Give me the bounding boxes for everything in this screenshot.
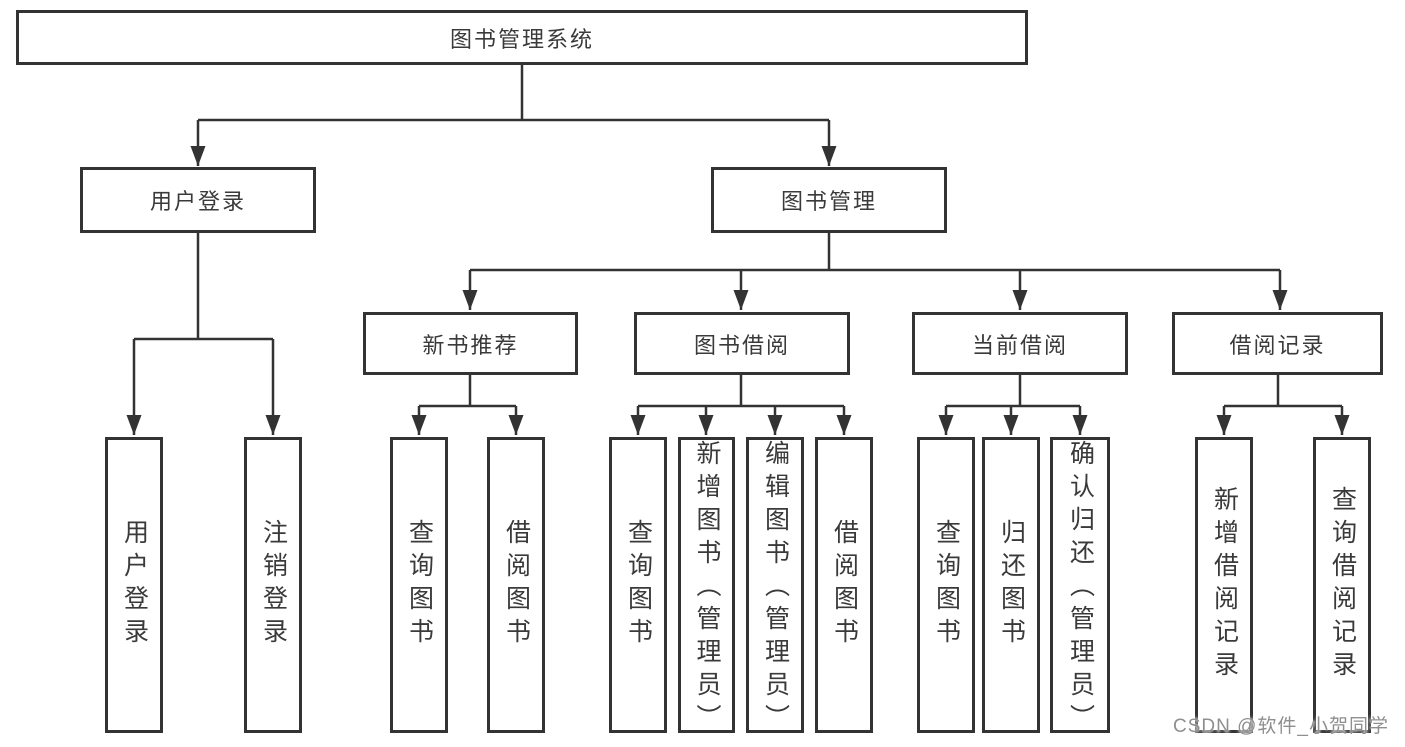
node-user-login: 用户登录 — [80, 167, 316, 233]
leaf-newbook-borrow-books: 借阅图书 — [487, 437, 545, 733]
leaf-borrow-edit-books-admin: 编辑图书（管理员） — [746, 437, 804, 737]
node-new-book-recommend: 新书推荐 — [363, 312, 578, 375]
node-borrow-records: 借阅记录 — [1172, 312, 1383, 375]
leaf-newbook-query-books: 查询图书 — [390, 437, 448, 733]
node-book-management: 图书管理 — [711, 167, 947, 233]
node-root-system: 图书管理系统 — [16, 10, 1028, 65]
leaf-user-login: 用户登录 — [105, 437, 163, 733]
connector-trunks — [134, 65, 1342, 408]
leaf-borrow-borrow-books: 借阅图书 — [815, 437, 873, 733]
leaf-records-query-record: 查询借阅记录 — [1313, 437, 1371, 733]
leaf-logout: 注销登录 — [244, 437, 302, 733]
node-book-borrow: 图书借阅 — [634, 312, 850, 375]
leaf-records-add-record: 新增借阅记录 — [1195, 437, 1253, 733]
csdn-watermark: CSDN @软件_小贺同学 — [1173, 716, 1389, 737]
leaf-current-confirm-return-admin: 确认归还（管理员） — [1050, 437, 1110, 737]
leaf-current-query-books: 查询图书 — [917, 437, 975, 733]
leaf-borrow-query-books: 查询图书 — [609, 437, 667, 733]
leaf-current-return-books: 归还图书 — [982, 437, 1040, 733]
node-current-borrow: 当前借阅 — [912, 312, 1128, 375]
leaf-borrow-add-books-admin: 新增图书（管理员） — [678, 437, 735, 737]
connector-arrows — [126, 120, 1350, 435]
